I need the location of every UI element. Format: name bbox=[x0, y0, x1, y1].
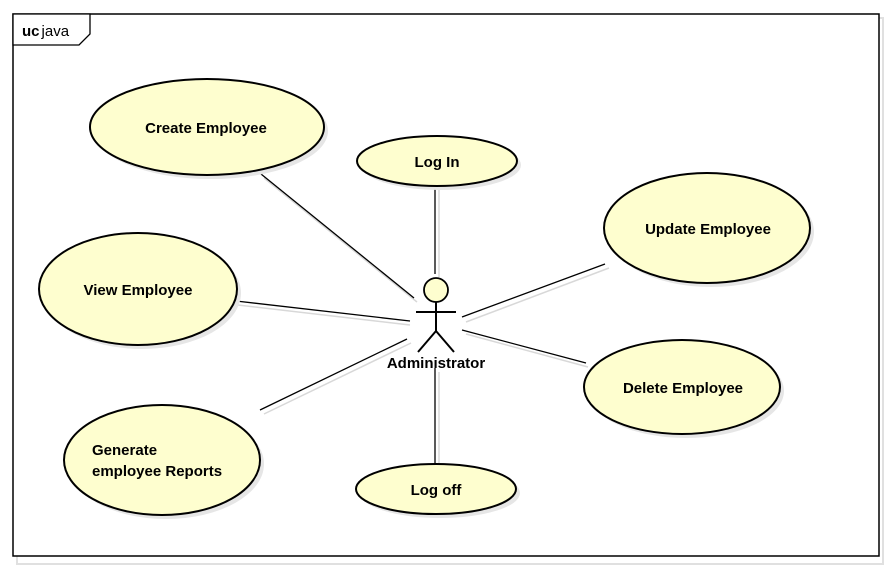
use-case-delete[interactable]: Delete Employee bbox=[583, 339, 784, 438]
use-case-label: Delete Employee bbox=[623, 380, 743, 397]
frame-name: java bbox=[41, 23, 70, 40]
frame-name-tab bbox=[12, 13, 91, 46]
use-case-label: Log In bbox=[415, 154, 460, 171]
actor-administrator[interactable]: Administrator bbox=[387, 277, 486, 372]
actor-figure-icon bbox=[416, 277, 456, 353]
use-case-view[interactable]: View Employee bbox=[38, 232, 241, 349]
use-case-label: View Employee bbox=[84, 282, 193, 299]
association-view bbox=[235, 300, 411, 322]
use-case-update[interactable]: Update Employee bbox=[603, 172, 814, 287]
association-reports bbox=[259, 338, 408, 411]
actor-name: Administrator bbox=[387, 355, 486, 372]
use-case-label-line-1: Generate bbox=[92, 442, 157, 459]
frame-keyword: uc bbox=[22, 23, 40, 40]
use-case-label: Log off bbox=[411, 482, 463, 499]
association-update bbox=[461, 263, 606, 318]
use-case-label: Create Employee bbox=[145, 120, 267, 137]
association-delete bbox=[461, 329, 587, 364]
use-case-login[interactable]: Log In bbox=[356, 135, 521, 190]
use-case-label: Update Employee bbox=[645, 221, 771, 238]
use-case-logoff[interactable]: Log off bbox=[355, 463, 520, 518]
use-case-create[interactable]: Create Employee bbox=[89, 78, 328, 179]
associations bbox=[235, 173, 610, 468]
association-create bbox=[260, 173, 415, 299]
use-case-label-line-2: employee Reports bbox=[92, 463, 222, 480]
use-case-reports[interactable]: Generate employee Reports bbox=[63, 404, 264, 519]
